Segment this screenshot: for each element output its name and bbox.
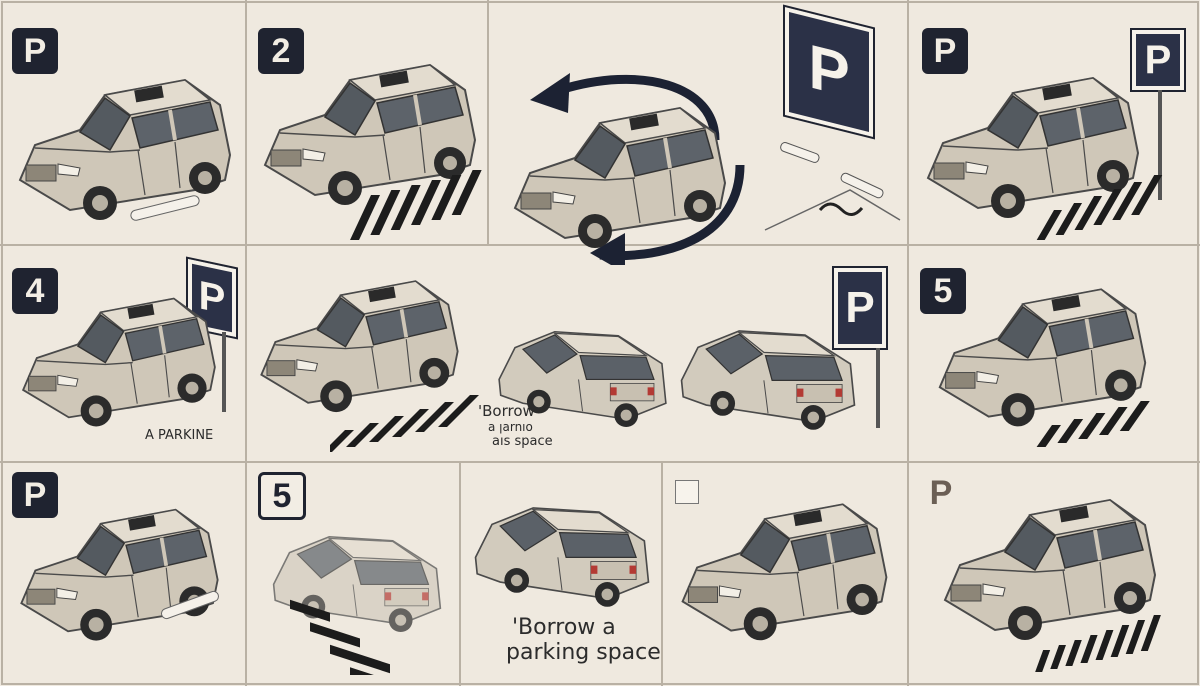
- crosswalk-stripes: [1036, 175, 1163, 240]
- caption-line-1: 'Borrow: [478, 402, 535, 420]
- panel-badge-2: 2: [258, 28, 304, 74]
- suv-illustration: [21, 296, 217, 429]
- suv-illustration: [680, 502, 889, 643]
- suv-illustration: [513, 106, 727, 250]
- panel-badge-1: P: [12, 28, 58, 74]
- panel-badge-p-faded: P: [929, 474, 953, 512]
- small-sign-icon: [675, 480, 699, 504]
- panel-badge-5b: 5: [258, 472, 306, 520]
- panel-badge-4: P: [922, 28, 968, 74]
- crosswalk-stripes: [350, 170, 482, 240]
- panel-badge-p: P: [12, 472, 58, 518]
- suv-rear-illustration: [474, 507, 650, 608]
- arrow-head-icon: [530, 73, 570, 113]
- panel-badge-4b: 4: [12, 268, 58, 314]
- caption-text: A PARKINE: [145, 428, 214, 443]
- crosswalk-stripes: [330, 395, 479, 452]
- rotation-arrows: [530, 73, 745, 265]
- caption-line-3: aıs space: [492, 434, 553, 449]
- caption-line-1: 'Borrow a: [512, 615, 616, 640]
- crosswalk-stripes: [1035, 615, 1161, 672]
- curb-stop: [161, 590, 219, 620]
- caption-line-2: a ꞁarnıo: [488, 420, 533, 434]
- crosswalk-stripes: [290, 599, 420, 675]
- crosswalk-stripes: [1036, 401, 1150, 447]
- parking-bay: [764, 142, 901, 231]
- curb-stop: [130, 195, 200, 221]
- panel-badge-5: 5: [920, 268, 966, 314]
- caption-line-2: parking space: [506, 640, 661, 665]
- arrow-head-icon: [590, 233, 625, 265]
